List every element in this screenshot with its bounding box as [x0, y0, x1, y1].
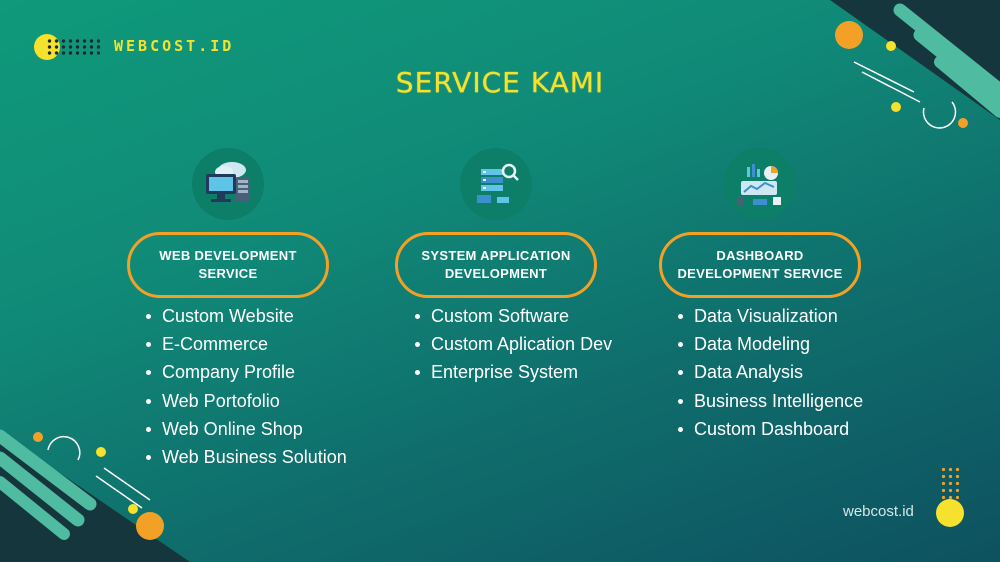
service-list: Custom Software Custom Aplication Dev En…: [411, 302, 626, 387]
list-item: Web Portofolio: [142, 387, 358, 415]
page-title: SERVICE KAMI: [0, 66, 1000, 99]
service-heading-pill: DASHBOARD DEVELOPMENT SERVICE: [659, 232, 861, 298]
list-item: Data Analysis: [674, 358, 890, 386]
brand-name: WEBCOST.ID: [114, 37, 235, 55]
list-item: Custom Dashboard: [674, 415, 890, 443]
service-column-web-development: WEB DEVELOPMENT SERVICE Custom Website E…: [98, 148, 358, 471]
list-item: Web Online Shop: [142, 415, 358, 443]
service-column-dashboard: DASHBOARD DEVELOPMENT SERVICE Data Visua…: [630, 148, 890, 443]
dashboard-analytics-icon: [724, 148, 796, 220]
service-heading: DASHBOARD DEVELOPMENT SERVICE: [677, 248, 843, 281]
list-item: Enterprise System: [411, 358, 626, 386]
computer-server-cloud-icon: [192, 148, 264, 220]
service-heading: WEB DEVELOPMENT SERVICE: [159, 248, 297, 281]
brand-logo-icon: [34, 32, 100, 60]
service-column-system-application: SYSTEM APPLICATION DEVELOPMENT Custom So…: [366, 148, 626, 387]
list-item: Data Modeling: [674, 330, 890, 358]
list-item: Web Business Solution: [142, 443, 358, 471]
service-heading: SYSTEM APPLICATION DEVELOPMENT: [421, 248, 571, 281]
service-list: Data Visualization Data Modeling Data An…: [674, 302, 890, 443]
list-item: Business Intelligence: [674, 387, 890, 415]
list-item: E-Commerce: [142, 330, 358, 358]
service-heading-pill: SYSTEM APPLICATION DEVELOPMENT: [395, 232, 597, 298]
service-heading-pill: WEB DEVELOPMENT SERVICE: [127, 232, 329, 298]
footer-brand-text: webcost.id: [843, 503, 914, 520]
list-item: Company Profile: [142, 358, 358, 386]
footer-logo-icon: [934, 466, 968, 530]
service-list: Custom Website E-Commerce Company Profil…: [142, 302, 358, 471]
server-search-icon: [460, 148, 532, 220]
list-item: Custom Software: [411, 302, 626, 330]
list-item: Custom Aplication Dev: [411, 330, 626, 358]
list-item: Data Visualization: [674, 302, 890, 330]
brand-header: WEBCOST.ID: [34, 32, 234, 60]
list-item: Custom Website: [142, 302, 358, 330]
page-title-text: SERVICE KAMI: [395, 66, 605, 99]
